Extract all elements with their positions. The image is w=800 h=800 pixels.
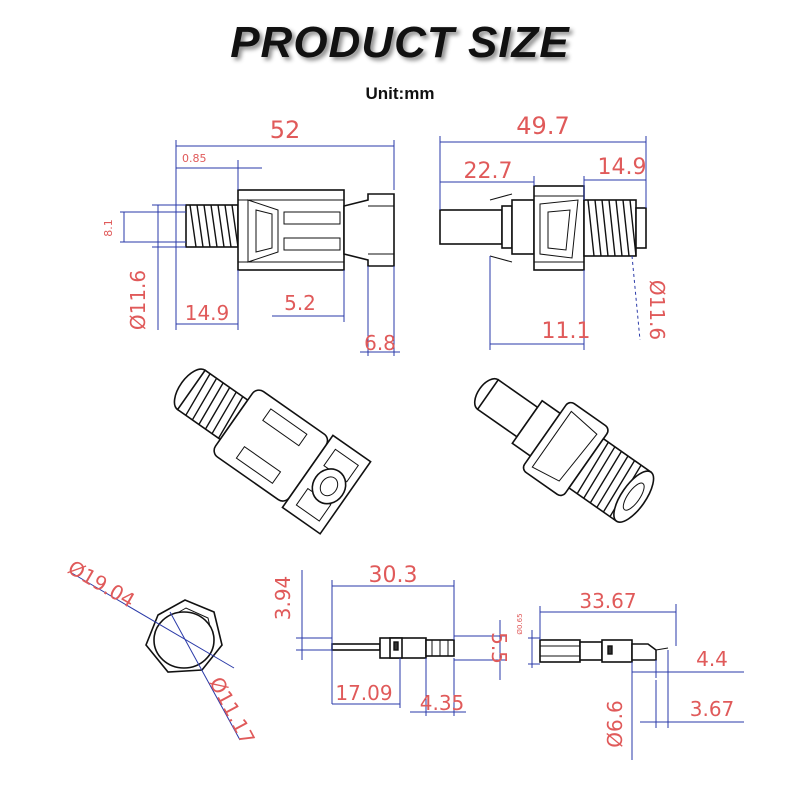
dim-left-diameter: Ø11.6 [126, 270, 150, 330]
dim-female-length: 30.3 [369, 563, 418, 588]
dim-male-length: 33.67 [579, 589, 636, 613]
right-body [533, 185, 585, 271]
female-pin-view: 30.3 3.94 5.5 17.09 4.35 [271, 563, 511, 716]
dim-left-inner-length: 5.2 [284, 291, 316, 315]
right-connector-3d [473, 377, 655, 523]
left-thread-lines [189, 204, 239, 248]
dim-female-height: 5.5 [487, 632, 511, 664]
left-connector-view: 52 0.85 8.1 Ø11.6 14.9 5.2 6.8 [102, 116, 400, 356]
dim-right-pin-length: 22.7 [464, 159, 513, 184]
dim-female-crimp-length: 4.35 [420, 691, 465, 715]
dim-left-tail-length: 6.8 [364, 331, 396, 355]
male-pin-body [539, 639, 581, 663]
dim-right-diameter: Ø11.6 [645, 280, 669, 340]
unit-label: Unit:mm [365, 84, 435, 103]
right-pin [439, 209, 503, 245]
dim-left-thread-offset: 0.85 [182, 152, 207, 165]
hex-nut-view: Ø19.04 Ø11.17 [64, 555, 260, 748]
dim-right-overall-length: 49.7 [516, 112, 569, 140]
dim-nut-outer-diameter: Ø19.04 [64, 555, 139, 612]
dim-male-small-label: Ø0.65 [516, 613, 524, 634]
right-connector-view: 49.7 22.7 14.9 Ø11.6 11.1 [439, 112, 669, 350]
dim-male-tail-length: 3.67 [690, 697, 735, 721]
dim-female-top-offset: 3.94 [271, 576, 295, 621]
dim-female-front-length: 17.09 [335, 681, 392, 705]
right-thread-lines [587, 199, 637, 257]
female-pin-tip [331, 643, 381, 651]
dim-nut-inner-diameter: Ø11.17 [204, 673, 259, 749]
page-title: PRODUCT SIZE [230, 18, 570, 67]
male-pin-view: 33.67 Ø0.65 4.4 3.67 Ø6.6 [516, 589, 744, 760]
dim-left-overall-length: 52 [270, 116, 301, 144]
dim-right-thread-length: 14.9 [598, 155, 647, 180]
dim-male-crimp-length: 4.4 [696, 647, 728, 671]
dim-left-thread-height: 8.1 [102, 219, 115, 237]
dim-male-diameter: Ø6.6 [603, 700, 627, 748]
nut-bore [153, 611, 215, 669]
dim-left-thread-length: 14.9 [185, 301, 230, 325]
dim-right-body-length: 11.1 [542, 319, 591, 344]
left-connector-3d [173, 368, 372, 535]
left-tail [343, 193, 395, 267]
